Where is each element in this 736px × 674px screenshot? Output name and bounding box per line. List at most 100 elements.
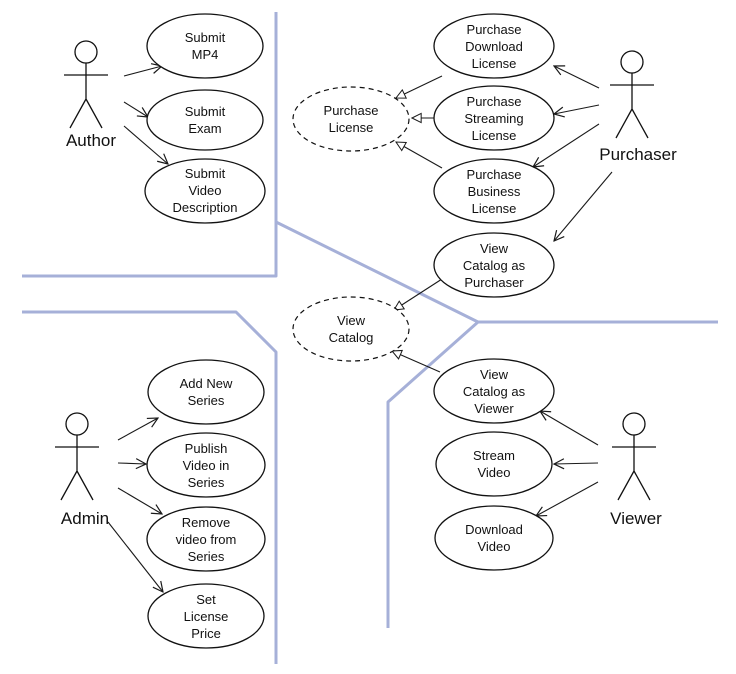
use-case-line: Stream bbox=[473, 448, 515, 463]
use-case-line: View bbox=[480, 241, 509, 256]
use-case-ellipse bbox=[433, 358, 555, 424]
assoc-admin-remove-video bbox=[117, 487, 162, 514]
use-case-line: Add New bbox=[180, 376, 233, 391]
use-case-line: Series bbox=[188, 549, 225, 564]
assoc-author-submit-mp4 bbox=[123, 66, 162, 77]
use-case-ellipse bbox=[144, 158, 266, 224]
use-case-line: Viewer bbox=[474, 401, 514, 416]
use-case-line: View bbox=[337, 313, 366, 328]
gen-purchaser-catalog-to-view-catalog bbox=[394, 278, 443, 310]
use-case-line: Description bbox=[172, 200, 237, 215]
use-case-line: Price bbox=[191, 626, 221, 641]
use-case-ellipse bbox=[434, 505, 554, 571]
actor-author: Author bbox=[64, 40, 116, 150]
actor-purchaser: Purchaser bbox=[599, 50, 677, 164]
assoc-author-submit-description bbox=[123, 125, 168, 164]
use-case-line: Submit bbox=[185, 166, 226, 181]
use-case-line: Purchase bbox=[467, 94, 522, 109]
use-case-ellipse bbox=[146, 432, 266, 498]
boundary-lines bbox=[22, 12, 718, 664]
use-case-line: Series bbox=[188, 393, 225, 408]
use-case-line: License bbox=[472, 201, 517, 216]
use-case-ellipse bbox=[433, 232, 555, 298]
assoc-viewer-download-video bbox=[536, 481, 599, 516]
use-case-line: video from bbox=[176, 532, 237, 547]
use-case-line: View bbox=[480, 367, 509, 382]
use-case-line: Catalog as bbox=[463, 384, 526, 399]
assoc-viewer-view-catalog bbox=[540, 411, 599, 446]
associations bbox=[107, 66, 613, 592]
purchaser-label: Purchaser bbox=[599, 145, 677, 164]
actor-viewer: Viewer bbox=[610, 412, 662, 528]
viewer-body bbox=[612, 435, 656, 501]
viewer-head bbox=[622, 412, 646, 436]
use-case-line: Video in bbox=[183, 458, 230, 473]
actor-admin: Admin bbox=[55, 412, 109, 528]
use-case-line: Download bbox=[465, 522, 523, 537]
gen-viewer-catalog-to-view-catalog bbox=[392, 351, 441, 373]
use-case-line: Streaming bbox=[464, 111, 523, 126]
author-label: Author bbox=[66, 131, 116, 150]
viewer-label: Viewer bbox=[610, 509, 662, 528]
use-case-line: Remove bbox=[182, 515, 230, 530]
purchaser-body bbox=[610, 73, 654, 139]
use-case-line: Series bbox=[188, 475, 225, 490]
assoc-purchaser-streaming-license bbox=[554, 104, 600, 114]
boundary-author bbox=[22, 12, 278, 278]
use-case-ellipse bbox=[292, 86, 410, 152]
admin-label: Admin bbox=[61, 509, 109, 528]
use-case-line: License bbox=[329, 120, 374, 135]
use-case-ellipse bbox=[146, 89, 264, 151]
use-case-line: Purchase bbox=[467, 22, 522, 37]
boundary-admin bbox=[22, 310, 278, 664]
gen-download-to-purchase-license bbox=[396, 75, 443, 98]
assoc-admin-publish-video bbox=[117, 463, 146, 464]
author-body bbox=[64, 63, 108, 129]
use-case-line: Catalog as bbox=[463, 258, 526, 273]
use-case-line: MP4 bbox=[192, 47, 219, 62]
use-case-ellipse bbox=[147, 583, 265, 649]
assoc-admin-set-price bbox=[107, 521, 163, 592]
assoc-author-submit-exam bbox=[123, 101, 148, 117]
assoc-admin-add-series bbox=[117, 418, 158, 441]
generalizations bbox=[392, 75, 443, 373]
use-case-line: Submit bbox=[185, 104, 226, 119]
use-case-line: Business bbox=[468, 184, 521, 199]
gen-business-to-purchase-license bbox=[396, 142, 443, 169]
use-case-ellipse bbox=[146, 506, 266, 572]
use-case-ellipse bbox=[147, 359, 265, 425]
use-case-line: License bbox=[184, 609, 229, 624]
assoc-purchaser-view-catalog bbox=[554, 171, 613, 241]
use-case-line: Catalog bbox=[329, 330, 374, 345]
use-case-line: Submit bbox=[185, 30, 226, 45]
use-case-line: Video bbox=[477, 465, 510, 480]
